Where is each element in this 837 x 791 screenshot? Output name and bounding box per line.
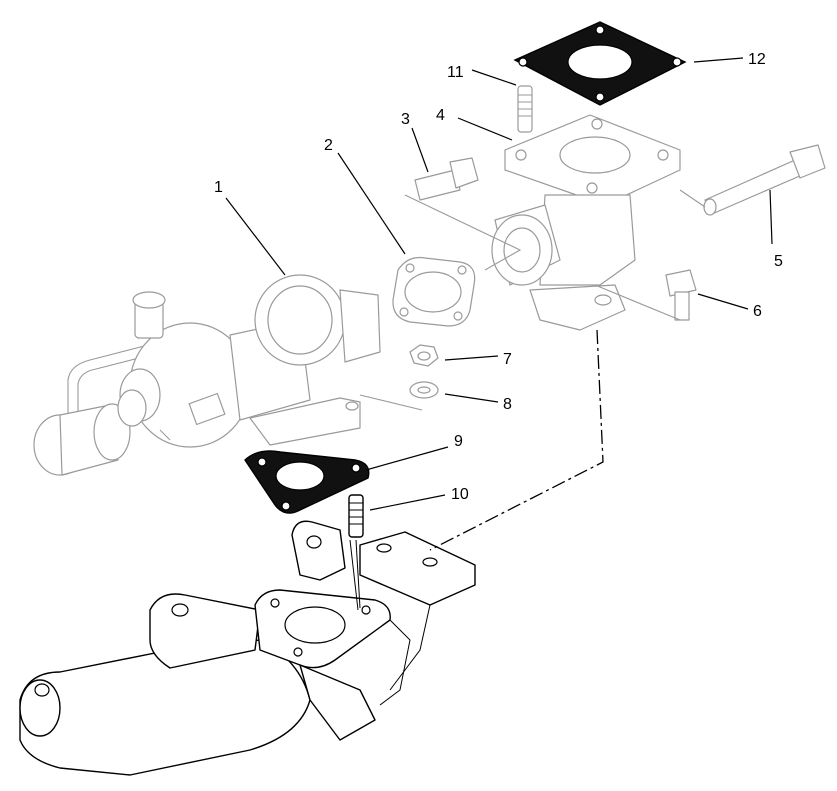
callout-6: 6 — [753, 303, 762, 320]
stud-11 — [517, 85, 533, 133]
callout-4: 4 — [436, 107, 445, 124]
callout-10: 10 — [451, 486, 469, 503]
gasket-12 — [513, 21, 687, 106]
callout-12: 12 — [748, 51, 766, 68]
turbo-outlet-gasket — [392, 256, 476, 327]
bolt-5 — [703, 144, 826, 216]
turbocharger — [33, 274, 381, 476]
callout-labels: 1 2 3 4 5 6 7 8 9 10 11 12 — [214, 51, 783, 503]
callout-5: 5 — [774, 253, 783, 270]
gasket-9 — [244, 450, 370, 514]
callout-8: 8 — [503, 396, 512, 413]
bolt-6 — [665, 269, 697, 321]
callout-11: 11 — [447, 64, 464, 81]
exhaust-elbow — [491, 114, 681, 331]
nut-7 — [409, 344, 439, 367]
callout-9: 9 — [454, 433, 463, 450]
callout-2: 2 — [324, 137, 333, 154]
callout-leaders — [225, 57, 773, 511]
exhaust-manifold — [19, 520, 476, 776]
callout-1: 1 — [214, 179, 223, 196]
stud-10 — [348, 494, 364, 538]
washer-8 — [409, 381, 439, 399]
bolt-3 — [414, 157, 479, 201]
callout-7: 7 — [503, 351, 512, 368]
callout-3: 3 — [401, 111, 410, 128]
alignment-lines — [349, 189, 706, 611]
